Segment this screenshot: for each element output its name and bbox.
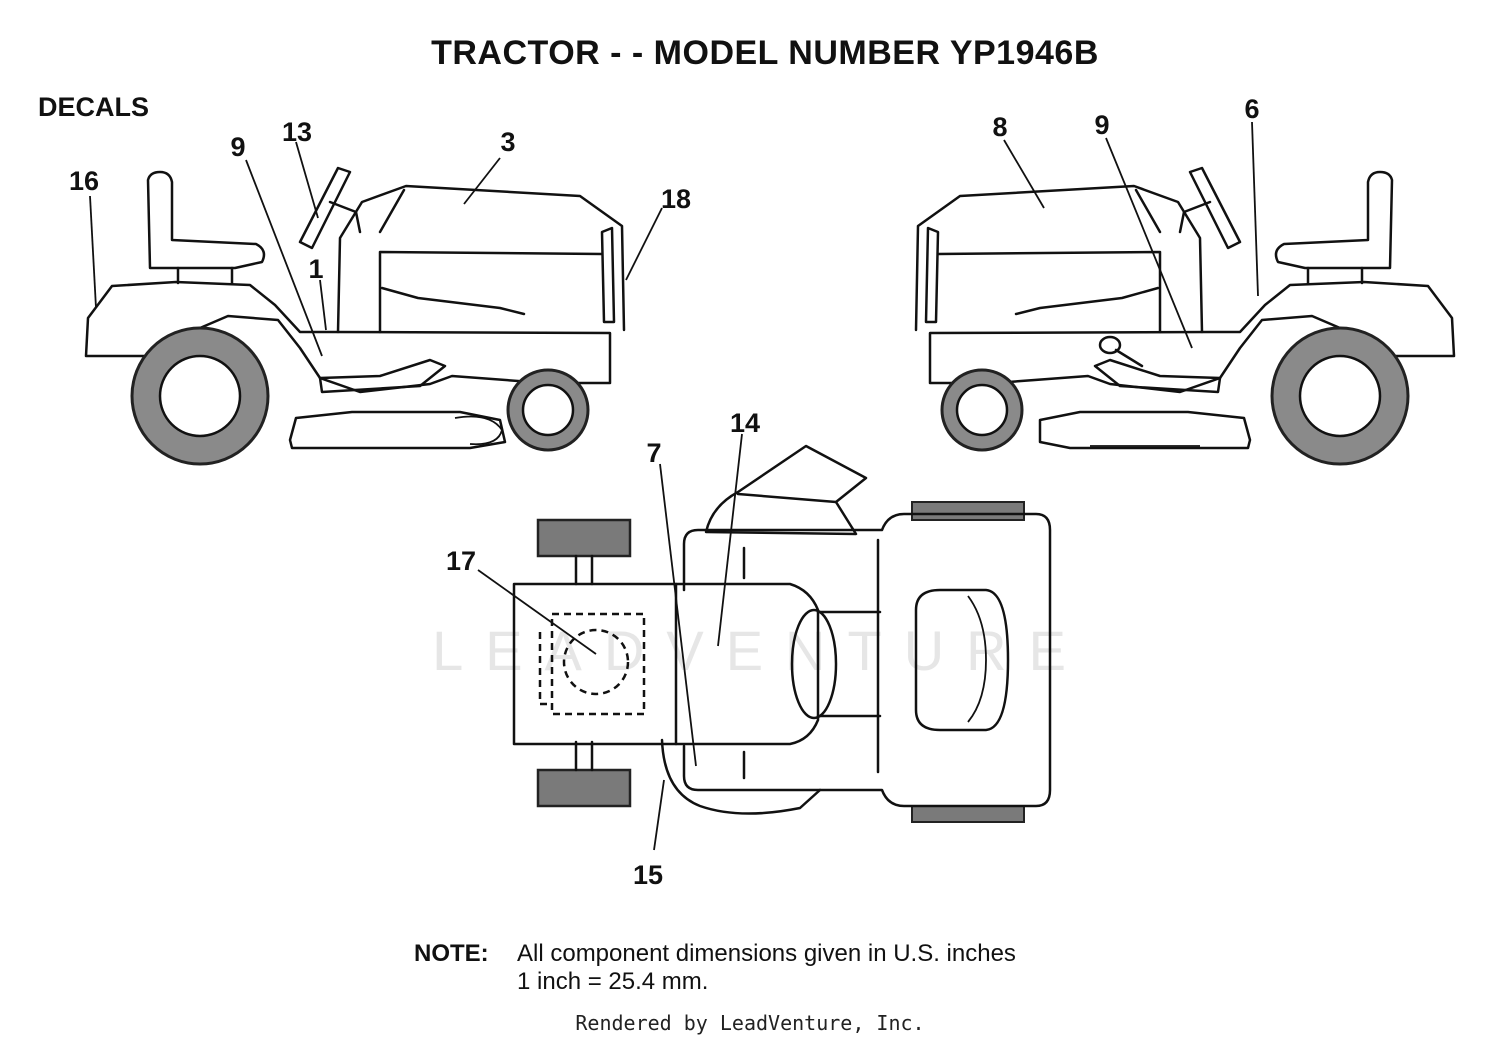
callout-7: 7 [646, 438, 661, 468]
callout-13: 13 [282, 117, 312, 147]
top-body-outline [682, 512, 1052, 808]
left-hood-outline [336, 184, 626, 334]
callout-6: 6 [1244, 94, 1259, 124]
top-chute-edge [736, 492, 838, 504]
top-front-axle [574, 554, 594, 772]
page-title: TRACTOR - - MODEL NUMBER YP1946B [431, 34, 1099, 72]
left-seat [146, 170, 266, 270]
right-hood-outline [914, 184, 1204, 334]
left-grille [600, 226, 616, 324]
note-line-1: All component dimensions given in U.S. i… [517, 940, 1016, 967]
top-front-tire-lower [536, 768, 632, 808]
right-hood-panel [936, 250, 1162, 334]
top-hood [512, 582, 820, 746]
top-decal-area-17-back [538, 632, 552, 706]
top-discharge-chute [704, 444, 868, 536]
right-rear-hub [1298, 354, 1382, 438]
dimension-note: NOTE: All component dimensions given in … [414, 940, 1016, 996]
callout-18: 18 [661, 184, 691, 214]
right-footrest [1093, 358, 1222, 394]
left-front-hub [521, 383, 575, 437]
right-seat-post [1306, 266, 1364, 286]
top-rear-tire-lower [911, 805, 1025, 823]
right-seat [1274, 170, 1394, 270]
top-deck-edge [660, 738, 822, 815]
callout-9-right: 9 [1094, 110, 1109, 140]
callout-1: 1 [308, 254, 323, 284]
watermark-text: LEADVENTURE [432, 619, 1088, 682]
right-hood-line [1014, 286, 1160, 316]
render-credit: Rendered by LeadVenture, Inc. [575, 1011, 925, 1035]
left-hood-panel [378, 250, 604, 334]
note-label: NOTE: [414, 940, 489, 967]
left-footrest [318, 358, 447, 394]
right-lever [1114, 348, 1144, 368]
tractor-top-view [512, 444, 1052, 823]
callout-14: 14 [730, 408, 760, 438]
leader-lines [89, 121, 1259, 851]
callout-15: 15 [633, 860, 663, 890]
right-mower-deck [1038, 410, 1252, 450]
callout-8: 8 [992, 112, 1007, 142]
right-dash-edge [1134, 188, 1162, 234]
left-hood-line [380, 286, 526, 316]
callout-numbers: 16 9 13 3 18 1 8 9 6 14 7 17 15 [69, 94, 1260, 890]
top-front-tire-upper [536, 518, 632, 558]
left-seat-post [176, 266, 234, 286]
left-deck-chute [454, 415, 503, 446]
note-line-2: 1 inch = 25.4 mm. [517, 968, 709, 995]
top-steering-column [816, 610, 882, 718]
left-mower-deck [288, 410, 507, 450]
top-steering-wheel [790, 608, 838, 720]
top-rear-tire-upper [911, 501, 1025, 521]
section-label: DECALS [38, 92, 150, 122]
callout-3: 3 [500, 127, 515, 157]
tractor-left-side-view [84, 166, 626, 466]
right-front-hub [955, 383, 1009, 437]
tractor-right-side-view [914, 166, 1456, 466]
callout-9-left: 9 [230, 132, 245, 162]
top-fuel-cap-outline [562, 628, 630, 696]
callout-17: 17 [446, 546, 476, 576]
callout-16: 16 [69, 166, 99, 196]
top-seat-contour [967, 595, 987, 723]
right-grille [924, 226, 940, 324]
right-steering-wheel [1188, 166, 1242, 250]
left-rear-hub [158, 354, 242, 438]
top-seat [914, 588, 1010, 732]
left-steering-wheel [298, 166, 352, 250]
left-dash-edge [378, 188, 406, 234]
right-lever-knob [1098, 335, 1122, 355]
